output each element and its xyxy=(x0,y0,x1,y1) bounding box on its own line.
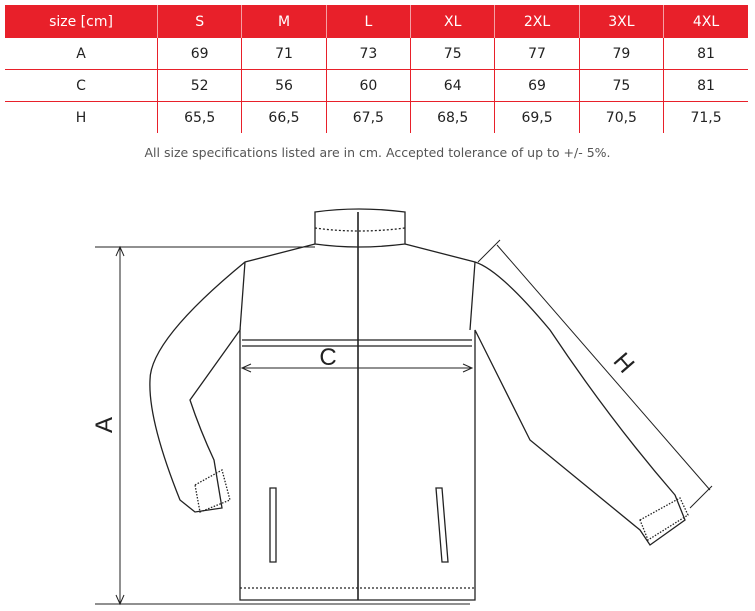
header-cell: L xyxy=(325,5,411,38)
left-cuff xyxy=(194,469,231,513)
table-cell: 75 xyxy=(578,69,664,102)
right-cuff xyxy=(639,497,689,541)
collar xyxy=(314,208,406,248)
label-c: C xyxy=(319,344,336,371)
table-cell: 77 xyxy=(494,38,580,70)
header-cell: 2XL xyxy=(494,5,580,38)
table-cell: 73 xyxy=(325,38,411,70)
yoke-seam xyxy=(242,339,472,347)
table-cell: 70,5 xyxy=(578,101,664,133)
table-cell: 75 xyxy=(410,38,495,70)
table-cell: 79 xyxy=(578,38,664,70)
table-cell: 81 xyxy=(663,38,748,70)
header-cell: 4XL xyxy=(663,5,748,38)
table-cell: 81 xyxy=(663,69,748,102)
header-cell: XL xyxy=(410,5,495,38)
table-cell: 69,5 xyxy=(494,101,580,133)
header-cell: size [cm] xyxy=(5,5,158,38)
measure-a xyxy=(95,245,470,606)
table-cell: 64 xyxy=(410,69,495,102)
right-pocket xyxy=(435,487,449,563)
table-cell: 69 xyxy=(494,69,580,102)
table-cell: 68,5 xyxy=(410,101,495,133)
table-cell: 71 xyxy=(241,38,327,70)
label-a: A xyxy=(91,417,118,433)
jacket-body xyxy=(149,243,686,601)
table-cell: 71,5 xyxy=(663,101,748,133)
left-pocket xyxy=(269,487,277,563)
row-label: C xyxy=(5,69,158,102)
row-label: A xyxy=(5,38,158,70)
header-cell: M xyxy=(241,5,327,38)
table-cell: 60 xyxy=(325,69,411,102)
table-header-row: size [cm] S M L XL 2XL 3XL 4XL xyxy=(5,5,748,38)
table-cell: 67,5 xyxy=(325,101,411,133)
table-cell: 69 xyxy=(156,38,242,70)
tolerance-note: All size specifications listed are in cm… xyxy=(144,145,611,160)
table-cell: 52 xyxy=(156,69,242,102)
table-cell: 66,5 xyxy=(241,101,327,133)
table-cell: 56 xyxy=(241,69,327,102)
measure-h xyxy=(477,239,713,509)
row-label: H xyxy=(75,109,87,126)
table-cell: 65,5 xyxy=(156,101,242,133)
header-cell: S xyxy=(156,5,242,38)
measure-c xyxy=(240,363,474,373)
label-h: H xyxy=(608,348,640,379)
header-cell: 3XL xyxy=(578,5,664,38)
